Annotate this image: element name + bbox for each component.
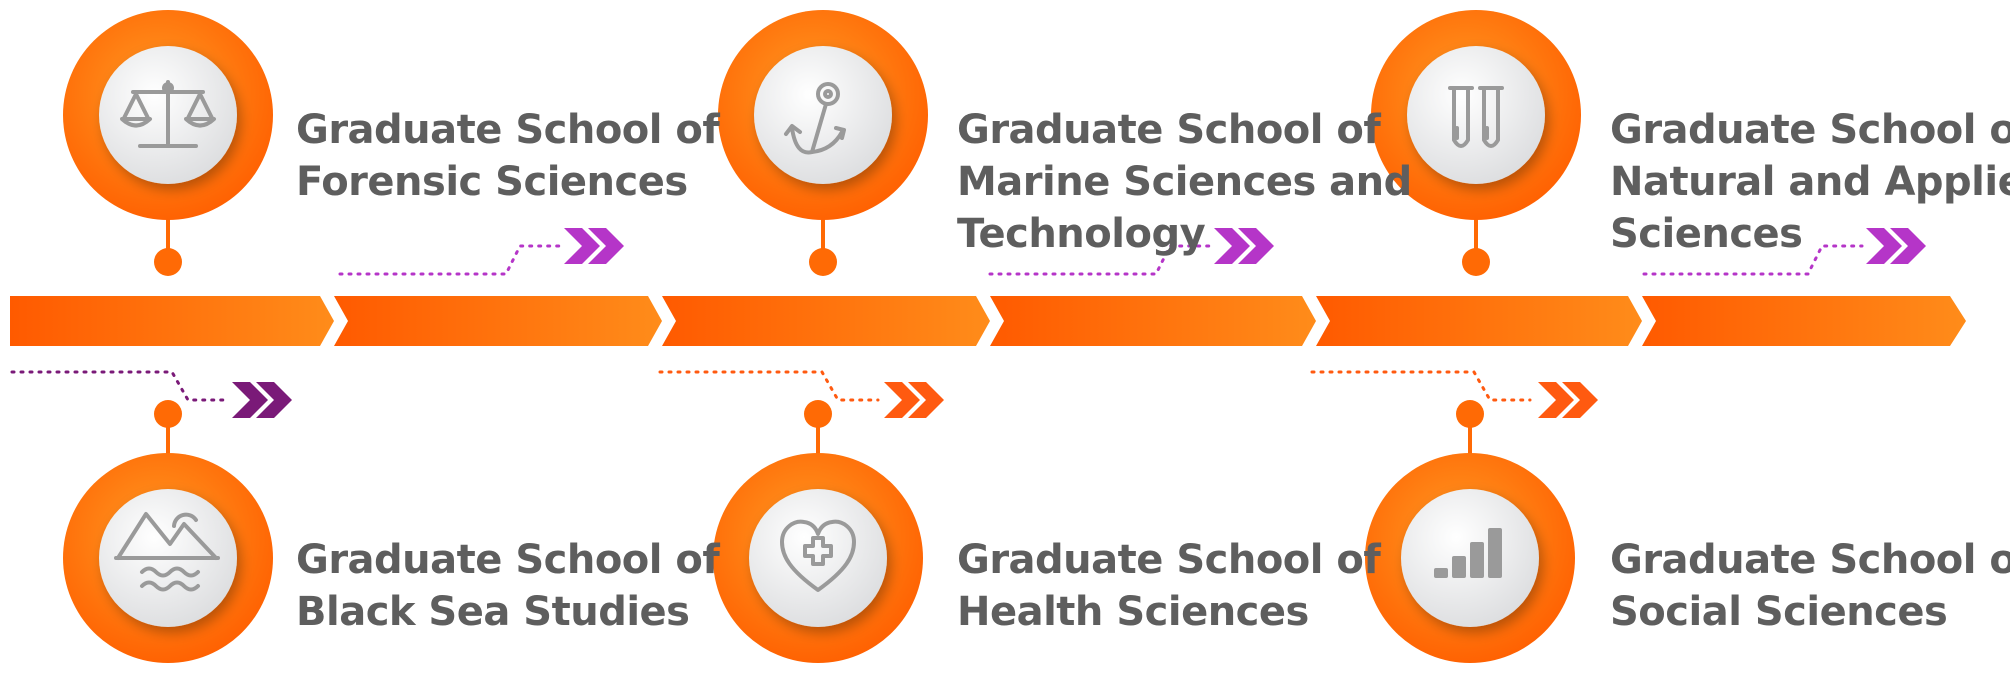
timeline-segment-1 (10, 296, 334, 346)
node-social-sciences (1365, 400, 1575, 663)
chevron-icon (1866, 228, 1902, 264)
label-marine-sciences: Graduate School of Marine Sciences and T… (957, 104, 1412, 260)
label-line: Graduate School of (296, 537, 720, 583)
timeline-bar (10, 296, 1966, 346)
label-forensic-sciences: Graduate School of Forensic Sciences (296, 104, 720, 208)
anchor-icon (784, 82, 846, 155)
node-forensic-sciences (63, 10, 273, 276)
chevron-icon (1562, 382, 1598, 418)
chevron-icon (908, 382, 944, 418)
timeline-segment-5 (1316, 296, 1642, 346)
node-marine-sciences (718, 10, 928, 276)
connector-bottom-3 (1310, 370, 1598, 418)
chevron-icon (884, 382, 920, 418)
node-health-sciences (713, 400, 923, 663)
test-tubes-icon (1448, 86, 1504, 148)
chevron-icon (1890, 228, 1926, 264)
connector-bottom-1 (10, 370, 292, 418)
connector-top-2 (988, 228, 1274, 276)
label-line: Graduate School of (1610, 107, 2010, 153)
label-health-sciences: Graduate School of Health Sciences (957, 534, 1381, 638)
label-line: Technology (957, 211, 1206, 257)
label-line: Marine Sciences and (957, 159, 1412, 205)
timeline-segment-4 (990, 296, 1316, 346)
label-social-sciences: Graduate School of Social Sciences (1610, 534, 2010, 638)
chevron-icon (1538, 382, 1574, 418)
label-line: Forensic Sciences (296, 159, 688, 205)
node-natural-applied-sciences (1371, 10, 1581, 276)
heart-plus-icon (780, 519, 856, 592)
label-line: Graduate School of (957, 107, 1381, 153)
chevron-icon (564, 228, 600, 264)
label-line: Graduate School of (296, 107, 720, 153)
label-line: Health Sciences (957, 589, 1309, 635)
timeline-segment-3 (662, 296, 990, 346)
label-line: Social Sciences (1610, 589, 1948, 635)
chevron-icon (1214, 228, 1250, 264)
label-line: Natural and Applied (1610, 159, 2010, 205)
connector-top-1 (338, 228, 624, 276)
label-natural-applied-sciences: Graduate School of Natural and Applied S… (1610, 104, 2010, 260)
timeline-segment-2 (334, 296, 662, 346)
timeline-segment-6 (1642, 296, 1966, 346)
label-black-sea-studies: Graduate School of Black Sea Studies (296, 534, 720, 638)
scales-icon (120, 80, 216, 148)
node-black-sea-studies (63, 400, 273, 663)
connector-top-3 (1642, 228, 1926, 276)
mountains-waves-icon (114, 512, 220, 592)
label-line: Sciences (1610, 211, 1803, 257)
chevron-icon (1238, 228, 1274, 264)
label-line: Graduate School of (1610, 537, 2010, 583)
connector-bottom-2 (658, 370, 944, 418)
label-line: Graduate School of (957, 537, 1381, 583)
chevron-icon (232, 382, 268, 418)
label-line: Black Sea Studies (296, 589, 690, 635)
chevron-icon (588, 228, 624, 264)
chevron-icon (256, 382, 292, 418)
bar-chart-icon (1434, 528, 1502, 578)
